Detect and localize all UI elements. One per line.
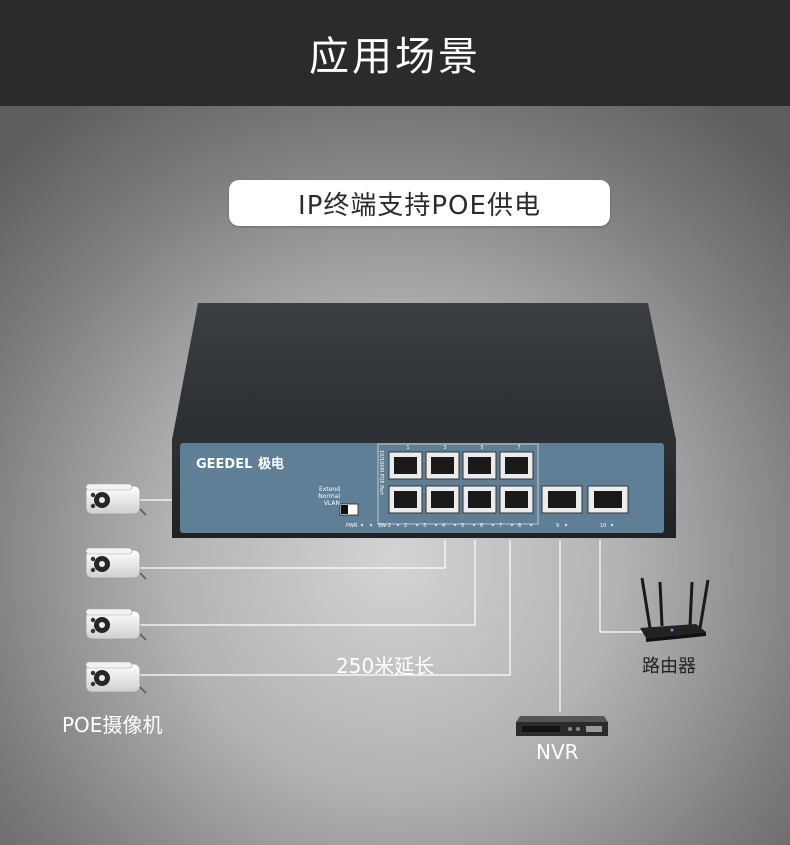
port-number-3: 3 [443,445,446,451]
led-label-pwr: PWR [346,523,358,529]
led-label-3: 3 [423,523,426,529]
led-label-1: SW-1 [378,523,391,529]
led-dots [360,523,614,527]
mode-dip-knob [341,505,348,514]
port-10 [587,485,629,514]
camera-4 [85,661,147,694]
switch-top [172,303,676,440]
extend-distance-label: 250米延长 [336,654,435,678]
nvr-label: NVR [536,740,579,764]
poe-banner: IP终端支持POE供电 [229,180,610,226]
led-label-4: 4 [442,523,445,529]
router-icon [640,577,710,642]
mode-label-normal: Normal [318,493,340,500]
port-9 [541,485,583,514]
led-label-9: 9 [556,523,559,529]
led-label-7: 7 [499,523,502,529]
led-label-8: 8 [518,523,521,529]
port-1 [388,451,423,480]
router-label: 路由器 [642,656,696,677]
mode-label-extend: Extend [319,486,340,493]
poe-switch: GEEDEL 极电 Extend Normal VLAN 10/100M POE… [172,303,676,538]
brand-logo-cn: 极电 [258,456,284,472]
port-number-1: 1 [406,445,409,451]
poe-ports [388,451,629,514]
port-group-label: 10/100M POE Port [378,450,384,495]
camera-2 [85,547,147,580]
camera-1 [85,483,147,516]
port-number-7: 7 [517,445,520,451]
poe-banner-text: IP终端支持POE供电 [298,190,541,221]
port-group-frame [377,443,539,525]
poe-camera-label: POE摄像机 [62,713,163,737]
port-6 [462,485,497,514]
port-2 [388,485,423,514]
page-title: 应用场景 [309,34,481,80]
port-number-5: 5 [480,445,483,451]
mode-dip-switch[interactable] [339,503,359,516]
port-4 [425,485,460,514]
led-label-6: 6 [480,523,483,529]
led-label-2: 2 [404,523,407,529]
camera-3 [85,608,147,641]
port-8 [499,485,534,514]
cable-lines [138,499,645,712]
port-5 [462,451,497,480]
port-3 [425,451,460,480]
led-row: PWR SW-1 2 3 4 5 6 7 8 9 10 [346,523,606,529]
nvr-icon [516,716,608,736]
brand-logo: GEEDEL [196,457,252,472]
led-label-10: 10 [600,523,606,529]
mode-label-vlan: VLAN [324,500,340,507]
led-label-5: 5 [461,523,464,529]
port-7 [499,451,534,480]
header-bar: 应用场景 [0,0,790,106]
